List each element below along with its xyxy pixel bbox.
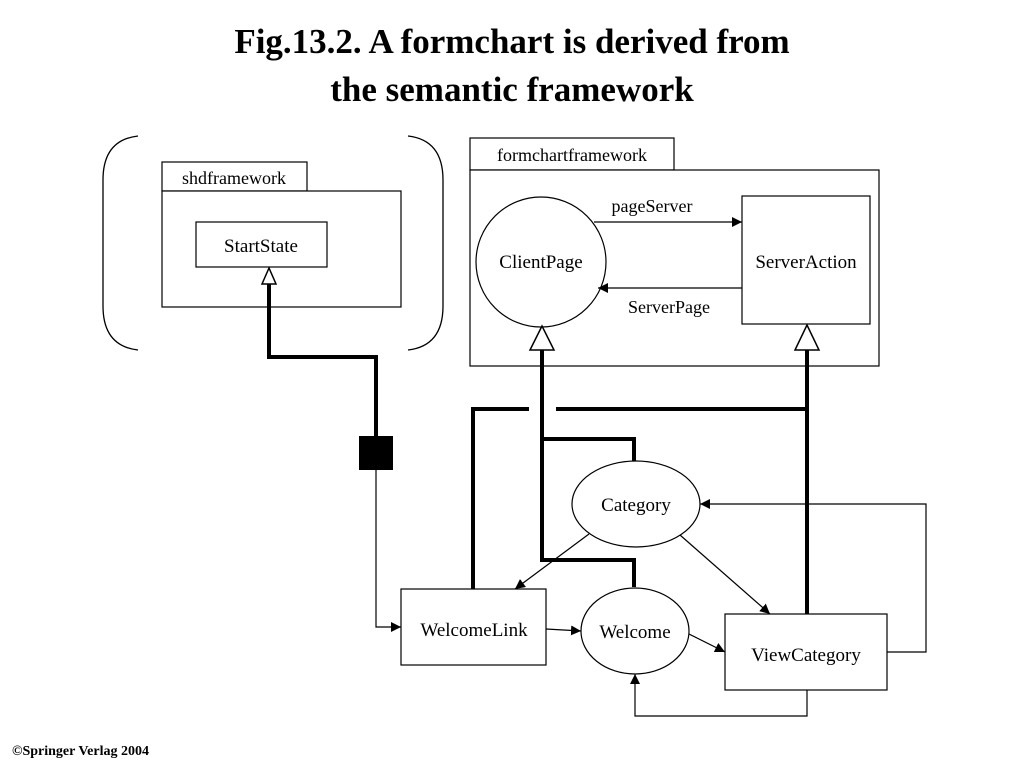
formchartframework-label: formchartframework bbox=[497, 145, 647, 165]
square-to-welcome-link-edge bbox=[375, 470, 401, 632]
start-state-inheritance-line bbox=[267, 284, 378, 436]
formchartframework-package: formchartframework ClientPage ServerActi… bbox=[469, 137, 880, 367]
welcome-link-label: WelcomeLink bbox=[420, 620, 528, 641]
category-label: Category bbox=[601, 495, 671, 516]
welcome-to-view-category-edge bbox=[688, 633, 726, 653]
welcome-link-inheritance-line bbox=[471, 407, 529, 589]
welcome-inheritance-line bbox=[540, 350, 636, 587]
formchart-transitions bbox=[514, 499, 927, 717]
view-category-node bbox=[724, 613, 888, 691]
welcome-link-node bbox=[400, 588, 547, 666]
client-page-label: ClientPage bbox=[499, 252, 582, 273]
left-parenthesis bbox=[102, 135, 139, 351]
welcome-link-to-welcome-edge bbox=[545, 625, 582, 636]
view-category-to-welcome-edge bbox=[630, 674, 808, 717]
welcome-label: Welcome bbox=[599, 622, 670, 643]
server-page-label: ServerPage bbox=[628, 297, 710, 317]
category-inheritance-line bbox=[542, 437, 636, 461]
page-server-label: pageServer bbox=[612, 196, 693, 216]
shdframework-package: shdframework StartState bbox=[161, 161, 402, 308]
generalization-lines bbox=[267, 284, 809, 614]
view-category-to-category-edge bbox=[700, 499, 927, 653]
black-square-connector bbox=[359, 436, 393, 470]
right-parenthesis bbox=[407, 135, 444, 351]
category-to-view-category-edge bbox=[679, 534, 771, 615]
client-page-generalization-arrow bbox=[528, 324, 556, 351]
server-action-node bbox=[741, 195, 871, 325]
start-state-label: StartState bbox=[224, 236, 298, 257]
copyright-footer: ©Springer Verlag 2004 bbox=[12, 744, 149, 759]
shdframework-label: shdframework bbox=[182, 168, 286, 188]
server-action-label: ServerAction bbox=[755, 252, 857, 273]
category-to-welcome-link-edge bbox=[514, 533, 590, 590]
server-action-generalization-arrow bbox=[793, 323, 821, 351]
view-category-label: ViewCategory bbox=[751, 645, 861, 666]
start-state-generalization-arrow bbox=[260, 266, 278, 285]
start-state-node bbox=[195, 221, 328, 268]
slide-title-line-1: Fig.13.2. A formchart is derived from bbox=[234, 22, 790, 61]
slide-title-line-2: the semantic framework bbox=[330, 70, 694, 109]
formchartframework-tab bbox=[469, 137, 675, 171]
